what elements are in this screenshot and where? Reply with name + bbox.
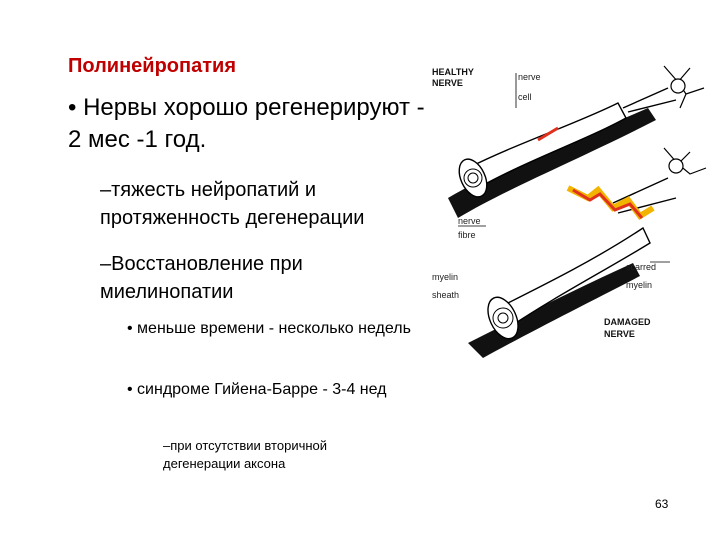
healthy-nerve — [458, 65, 705, 198]
label-healthy-line2: NERVE — [432, 78, 463, 88]
label-cell: cell — [518, 92, 532, 102]
bullet-less-time: • меньше времени - несколько недель — [127, 320, 411, 337]
bullet-guillain-barre: • синдроме Гийена-Барре - 3-4 нед — [127, 381, 387, 398]
label-fibre: fibre — [458, 230, 476, 240]
sub-bullet-severity: –тяжесть нейропатий и протяженность деге… — [100, 179, 365, 229]
label-myelin: myelin — [432, 272, 458, 282]
label-myelin2: myelin — [626, 280, 652, 290]
healthy-nerve-shadow — [448, 108, 656, 218]
label-sheath: sheath — [432, 290, 459, 300]
page-number: 63 — [655, 497, 669, 511]
damaged-nerve — [487, 147, 707, 340]
label-nerve: nerve — [518, 72, 541, 82]
slide-title: Полинейропатия — [68, 55, 236, 77]
nerve-illustration: HEALTHY NERVE nerve cell nerve fibre mye… — [432, 65, 707, 358]
label-damaged-line2: NERVE — [604, 329, 635, 339]
bullet-regeneration: • Нервы хорошо регенерируют - 2 мес -1 г… — [68, 94, 425, 153]
sub-bullet-no-secondary-degeneration: –при отсутствии вторичной дегенерации ак… — [163, 438, 328, 471]
label-scarred: scarred — [626, 262, 656, 272]
sub-bullet-recovery: –Восстановление при миелинопатии — [100, 253, 303, 303]
label-nerve2: nerve — [458, 216, 481, 226]
label-healthy-line1: HEALTHY — [432, 67, 474, 77]
label-damaged-line1: DAMAGED — [604, 317, 651, 327]
damage-burst — [566, 185, 655, 220]
